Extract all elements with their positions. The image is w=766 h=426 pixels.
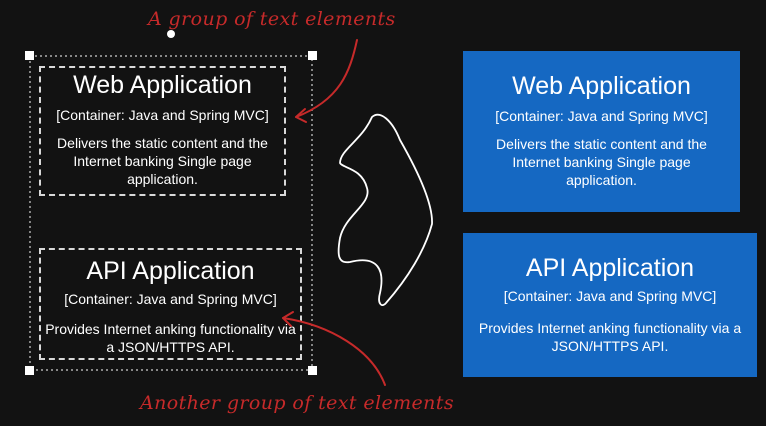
- web-application-box-title: Web Application: [512, 72, 691, 100]
- api-application-box-title: API Application: [525, 254, 695, 282]
- resize-handle-top-right[interactable]: [308, 51, 317, 60]
- api-application-title: API Application: [86, 257, 255, 285]
- api-application-description: Provides Internet anking functionality v…: [45, 321, 296, 355]
- web-application-box-technology: [Container: Java and Spring MVC]: [495, 108, 708, 124]
- web-application-text-group[interactable]: Web Application [Container: Java and Spr…: [39, 66, 286, 196]
- web-application-box[interactable]: Web Application [Container: Java and Spr…: [463, 51, 740, 212]
- api-application-technology: [Container: Java and Spring MVC]: [64, 291, 277, 307]
- web-application-box-description: Delivers the static content and the Inte…: [496, 136, 707, 188]
- cursor-dot-icon: [167, 30, 175, 38]
- web-application-title: Web Application: [73, 71, 252, 99]
- api-application-box-description: Provides Internet anking functionality v…: [478, 320, 742, 354]
- resize-handle-top-left[interactable]: [25, 51, 34, 60]
- resize-handle-bottom-right[interactable]: [308, 366, 317, 375]
- api-application-box-technology: [Container: Java and Spring MVC]: [503, 288, 717, 304]
- annotation-top: A group of text elements: [148, 8, 396, 30]
- annotation-arrow-top-icon: [295, 39, 358, 123]
- annotation-bottom: Another group of text elements: [140, 392, 454, 414]
- api-application-box[interactable]: API Application [Container: Java and Spr…: [463, 233, 757, 377]
- web-application-technology: [Container: Java and Spring MVC]: [56, 107, 269, 123]
- web-application-description: Delivers the static content and the Inte…: [57, 135, 268, 187]
- resize-handle-bottom-left[interactable]: [25, 366, 34, 375]
- api-application-text-group[interactable]: API Application [Container: Java and Spr…: [39, 248, 302, 360]
- transform-arrow-icon: [337, 113, 433, 306]
